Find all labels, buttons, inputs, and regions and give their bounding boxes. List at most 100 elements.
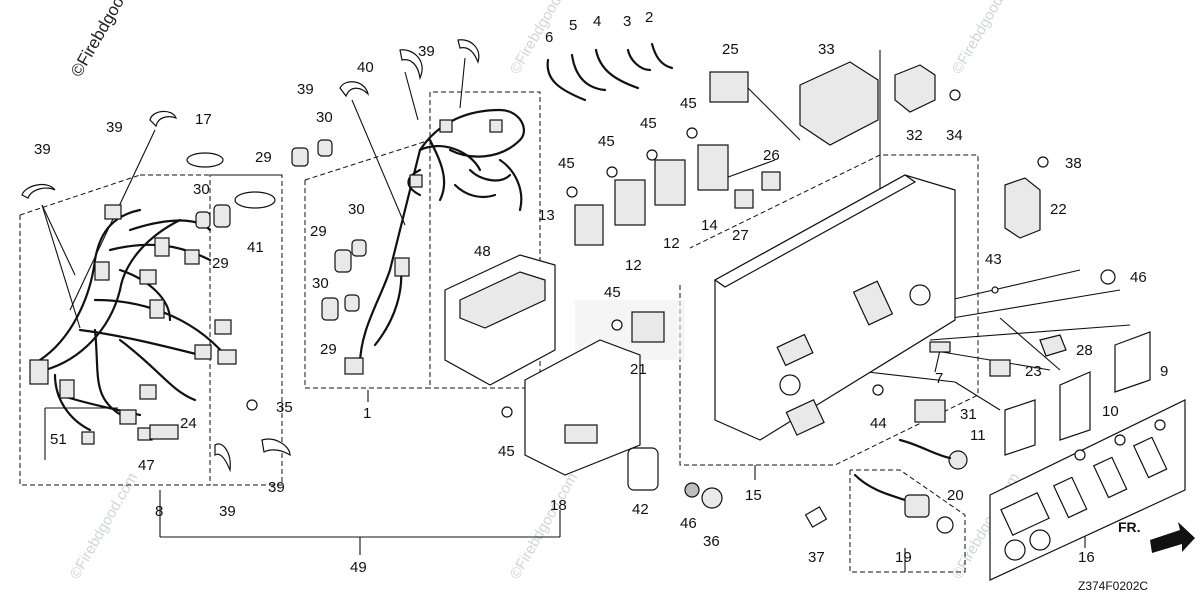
lead-6 [546,58,587,102]
label-42: 42 [632,501,649,518]
connector-8i [154,237,170,257]
label-45b: 45 [640,115,657,132]
label-39d: 39 [418,43,435,60]
clamp-39b [149,110,178,128]
right-components [627,156,1151,534]
label-19: 19 [895,549,912,566]
label-30b: 30 [193,181,210,198]
label-46a: 46 [1130,269,1147,286]
label-4: 4 [593,13,601,30]
label-10: 10 [1102,403,1119,420]
grommet-29b [213,204,231,228]
label-39e: 39 [219,503,236,520]
bracket-10 [1059,371,1091,441]
fuse-7 [929,341,951,353]
part-labels: 2 3 4 5 6 25 33 32 34 45 45 45 45 45 45 … [34,9,1168,576]
fr-arrow-icon [1150,522,1195,553]
lead-5 [570,53,607,92]
label-47: 47 [138,457,155,474]
pilot-lamp-28 [1039,334,1067,357]
cover-33 [799,61,879,146]
grommet-42 [627,447,659,491]
label-30d: 30 [312,275,329,292]
nut-45c [646,149,658,161]
label-22: 22 [1050,201,1067,218]
switch-26 [761,171,781,191]
label-11: 11 [970,427,986,444]
label-30a: 30 [316,109,333,126]
connector-8b [94,261,110,281]
front-direction-arrow: FR. [1118,519,1195,553]
label-12a: 12 [663,235,680,252]
bracket-11 [1004,399,1036,456]
label-45f: 45 [498,443,515,460]
label-21: 21 [630,361,647,378]
sub-wire-harness [344,108,525,375]
band-17 [186,152,224,168]
receptacle-12a [614,179,646,226]
leader-lines [41,50,1131,572]
bolt-37 [804,506,828,528]
label-30c: 30 [348,201,365,218]
module-22 [1004,177,1041,239]
grommet-30d [344,294,360,312]
label-45c: 45 [598,133,615,150]
cover-32 [894,64,936,113]
drawing-code: Z374F0202C [1078,579,1148,593]
ignition-switch-19 [904,494,930,518]
band-41 [234,191,276,209]
nut-46b [684,482,700,498]
label-7: 7 [935,370,943,387]
inverter-cover-18 [524,339,641,476]
control-panel-15 [713,174,956,441]
grommet-30c [351,239,367,257]
label-46b: 46 [680,515,697,532]
label-9: 9 [1160,363,1168,380]
breaker-21 [631,311,665,343]
label-8: 8 [155,503,163,520]
ignition-key [936,516,954,534]
label-45a: 45 [680,95,697,112]
label-39f: 39 [268,479,285,496]
watermark-faint-1: ©Firebdgood.com [507,0,581,77]
label-18: 18 [550,497,567,514]
screw-43 [991,286,999,294]
screw-34 [949,89,961,101]
connector-8e [194,344,212,360]
label-12b: 12 [625,257,642,274]
label-39a: 39 [34,141,51,158]
label-48: 48 [474,243,491,260]
label-29d: 29 [320,341,337,358]
label-29c: 29 [310,223,327,240]
label-14: 14 [701,217,718,234]
fr-label: FR. [1118,519,1141,535]
nut-45f [501,406,513,418]
ring-leads [546,42,674,102]
connector-8a [29,359,49,385]
label-28: 28 [1076,342,1093,359]
connector-8l [104,204,122,220]
label-36: 36 [703,533,720,550]
watermark-faint-4: ©Firebdgood.com [507,470,581,582]
clamp-39c [339,81,370,98]
clip-24 [149,424,179,440]
watermark-faint-2: ©Firebdgood.com [949,0,1023,77]
label-13: 13 [538,207,555,224]
nut-45d [686,127,698,139]
grommet-29d [321,297,339,321]
label-25: 25 [722,41,739,58]
label-39b: 39 [106,119,123,136]
label-2: 2 [645,9,653,26]
clamp-39f [261,438,291,457]
label-43: 43 [985,251,1002,268]
label-20: 20 [947,487,964,504]
nut-45a [566,186,578,198]
label-39c: 39 [297,81,314,98]
connector-8h [139,384,157,400]
receptacle-12b [654,159,686,206]
receptacle-14 [697,144,729,191]
label-31: 31 [960,406,977,423]
label-1: 1 [363,405,371,422]
label-35: 35 [276,399,293,416]
